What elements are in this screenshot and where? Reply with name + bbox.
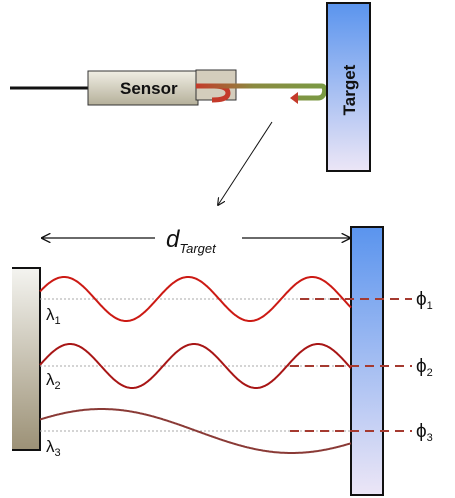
- target-label: Target: [340, 64, 359, 115]
- zoom-arrow: [218, 121, 273, 205]
- target-plate-top: [326, 2, 371, 172]
- beam-return-arrow: [290, 92, 298, 104]
- wave-lambda-3: [39, 408, 352, 454]
- light-beam: [196, 83, 328, 101]
- phase-label-2: ϕ2: [416, 356, 433, 379]
- sensor-label: Sensor: [120, 79, 178, 98]
- lambda-label-2: λ2: [46, 370, 61, 392]
- wave-lambda-1: [39, 276, 352, 322]
- reference-plate-border: [12, 267, 41, 451]
- target-plate-bottom: [350, 226, 384, 496]
- reference-plate: [12, 268, 40, 450]
- wave-lambda-2: [39, 343, 352, 389]
- distance-label: dTarget: [166, 226, 217, 256]
- phase-label-3: ϕ3: [416, 421, 433, 444]
- lambda-label-1: λ1: [46, 305, 61, 327]
- phase-label-1: ϕ1: [416, 289, 433, 312]
- lambda-label-3: λ3: [46, 437, 61, 459]
